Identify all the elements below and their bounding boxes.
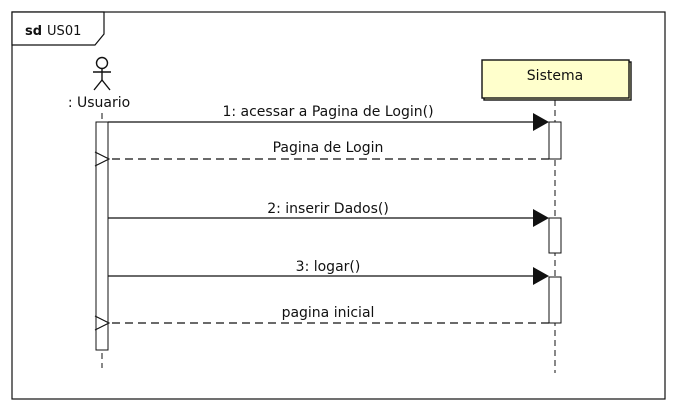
activation-usuario [95, 121, 109, 351]
sync-arrowhead-icon [533, 209, 549, 227]
message-label: Pagina de Login [273, 140, 384, 156]
actor-usuario: : Usuario [68, 56, 130, 111]
message-label: pagina inicial [282, 305, 375, 321]
message-label: 1: acessar a Pagina de Login() [222, 104, 433, 120]
message-2-return: Pagina de Login [109, 140, 549, 159]
object-label: Sistema [527, 68, 583, 84]
actor-right-leg-icon [101, 79, 111, 91]
sync-arrowhead-icon [533, 113, 549, 131]
activation-sistema-2 [548, 217, 562, 254]
frame-name: US01 [47, 24, 81, 39]
message-1: 1: acessar a Pagina de Login() [108, 104, 549, 131]
activation-sistema-3 [548, 276, 562, 324]
actor-head-icon [95, 56, 109, 70]
frame-keyword: sd [25, 24, 42, 39]
message-label: 2: inserir Dados() [267, 201, 389, 217]
frame-title-box [11, 11, 105, 46]
actor-left-leg-icon [93, 79, 103, 91]
frame-title: sd US01 [25, 24, 81, 39]
activation-sistema-1 [548, 121, 562, 160]
message-label: 3: logar() [296, 259, 361, 275]
message-4: 3: logar() [108, 259, 549, 285]
sync-arrowhead-icon [533, 267, 549, 285]
message-3: 2: inserir Dados() [108, 201, 549, 227]
lifeline-head-sistema: Sistema [481, 59, 632, 101]
message-5-return: pagina inicial [109, 305, 549, 323]
object-box-front [481, 59, 630, 99]
actor-label: : Usuario [68, 95, 130, 111]
